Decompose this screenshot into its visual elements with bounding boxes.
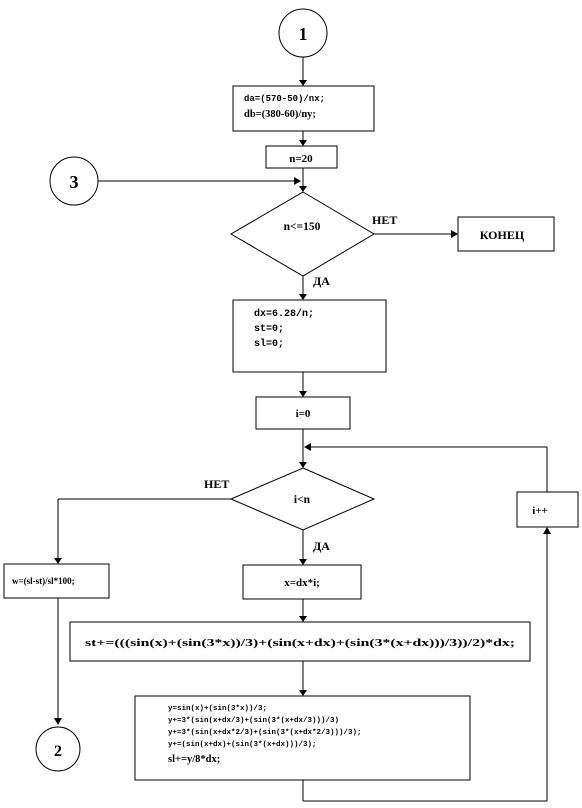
sl-calc-text: sl+=y/8*dx;	[168, 754, 220, 765]
i-init-block	[255, 396, 351, 430]
end-text: КОНЕЦ	[480, 228, 525, 242]
y2-text: y+=3*(sin(x+dx/3)+(sin(3*(x+dx/3)))/3)	[168, 717, 339, 725]
i-init-text: i=0	[296, 408, 311, 420]
w-calc-block	[3, 563, 110, 599]
y3-text: y+=3*(sin(x+dx*2/3)+(sin(3*(x+dx*2/3)))/…	[168, 729, 362, 737]
label-no-outer: НЕТ	[372, 213, 397, 227]
connector-1-label: 1	[299, 24, 308, 44]
connector-2-label: 2	[54, 743, 62, 760]
init-db-text: db=(380-60)/ny;	[244, 109, 316, 120]
label-yes-outer: ДА	[313, 274, 330, 288]
x-calc-block	[242, 564, 362, 600]
decision-n	[230, 191, 375, 277]
i-inc-block	[516, 491, 579, 528]
connector-2	[35, 726, 81, 772]
dx-block	[232, 299, 387, 373]
end-block	[457, 216, 555, 252]
x-calc-text: x=dx*i;	[284, 577, 320, 589]
label-yes-inner: ДА	[313, 539, 330, 553]
i-inc-text: i++	[532, 505, 548, 517]
connector-3-label: 3	[70, 172, 79, 192]
init-da-text: da=(570-50)/nx;	[244, 94, 325, 104]
decision-i-text: i<n	[294, 494, 311, 506]
decision-n-text: n<=150	[284, 221, 321, 233]
st-calc-text: st+=(((sin(x)+(sin(3*x))/3)+(sin(x+dx)+(…	[85, 638, 515, 649]
y1-text: y=sin(x)+(sin(3*x))/3;	[168, 705, 267, 713]
st-init-text: st=0;	[254, 324, 284, 335]
sl-init-text: sl=0;	[254, 338, 284, 350]
dx-text: dx=6.28/n;	[254, 308, 314, 320]
n-init-text: n=20	[289, 153, 313, 165]
label-no-inner: НЕТ	[204, 477, 229, 491]
sl-calc-block	[134, 695, 471, 781]
n-init-block	[265, 145, 338, 169]
init-block	[232, 85, 375, 132]
st-calc-block	[69, 621, 531, 662]
y4-text: y+=(sin(x+dx)+(sin(3*(x+dx)))/3);	[168, 741, 317, 749]
w-calc-text: w=(sl-st)/sl*100;	[12, 576, 75, 586]
